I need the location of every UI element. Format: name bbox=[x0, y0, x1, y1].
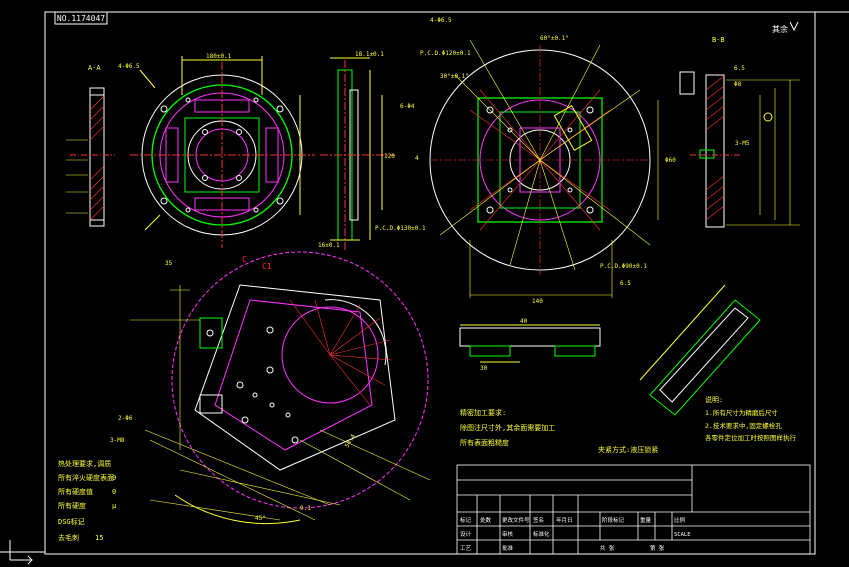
tb-weight: 重量 bbox=[640, 516, 652, 524]
dim-d16: 6-Φ4 bbox=[400, 103, 415, 110]
side-view-middle bbox=[320, 57, 395, 250]
dim-d11: 45° bbox=[255, 515, 266, 522]
dim-d6: P.C.D.Φ120±0.1 bbox=[420, 50, 471, 57]
dim-d23: 6.5 bbox=[620, 280, 631, 287]
dim-d29: Φ8 bbox=[734, 81, 742, 88]
dim-d9: 140 bbox=[532, 298, 543, 305]
tb-r1c3: 更改文件号 bbox=[502, 516, 530, 524]
tb-r2c2: 审核 bbox=[502, 530, 514, 538]
tech-note-3: 所有表面粗糙度 bbox=[460, 438, 509, 447]
center-caption: 夹紧方式:液压锁紧 bbox=[598, 445, 658, 454]
tb-stage: 阶段标记 bbox=[602, 516, 625, 524]
top-left-title: NO.1174047 bbox=[57, 14, 105, 23]
dim-d4: 16±0.1 bbox=[318, 242, 340, 249]
small-part-plan bbox=[459, 324, 601, 363]
notes-left-3: 所有硬度值 bbox=[58, 487, 93, 496]
notes-right-2: 2.技术要求中,固定螺栓孔 bbox=[705, 421, 782, 430]
dim-d17: 2-Φ6 bbox=[118, 415, 133, 422]
notes-left-6: 去毛刺 bbox=[58, 533, 79, 542]
dim-d28: 3-M5 bbox=[735, 140, 750, 147]
notes-right-3: 各零件定位加工时按照图样执行 bbox=[705, 433, 797, 442]
tb-r3c1: 工艺 bbox=[460, 545, 472, 552]
tb-r2c1: 设计 bbox=[460, 530, 472, 538]
tb-r1c5: 年月日 bbox=[556, 516, 573, 524]
dim-d26: Φ60 bbox=[665, 157, 676, 164]
notes-left-val-3: μ bbox=[112, 502, 117, 510]
dim-d8: 60°±0.1° bbox=[540, 35, 569, 42]
notes-right-heading: 说明: bbox=[705, 395, 723, 404]
detail-view-c bbox=[130, 251, 431, 525]
notes-left-4: 所有硬度 bbox=[58, 501, 86, 510]
tech-note-1: 精密加工要求: bbox=[460, 408, 506, 417]
notes-left-val-2: 0 bbox=[112, 488, 116, 496]
tb-scale-val: SCALE bbox=[674, 532, 691, 538]
notes-left-val-4: 15 bbox=[95, 534, 103, 542]
tb-r2c3: 标准化 bbox=[533, 530, 550, 538]
section-view-left bbox=[66, 87, 115, 227]
plan-view-left bbox=[130, 56, 315, 248]
surface-finish-icon bbox=[789, 21, 799, 32]
notes-right-1: 1.所有尺寸为精磨后尺寸 bbox=[705, 408, 778, 417]
dim-d14: 9.1 bbox=[300, 505, 311, 512]
dim-d21: P.C.D.Φ90±0.1 bbox=[600, 263, 647, 270]
dim-d18: 3-M8 bbox=[110, 437, 125, 444]
tb-sheet: 共 张 bbox=[600, 544, 615, 552]
tb-sheet2: 第 张 bbox=[650, 544, 665, 552]
section-label-left: A-A bbox=[88, 64, 101, 72]
tb-r1c1: 标记 bbox=[460, 516, 472, 524]
tech-note-2: 除图注尺寸外,其余面需要加工 bbox=[460, 423, 555, 432]
surface-finish-note: 其余 bbox=[772, 24, 788, 34]
dim-d27: 4 bbox=[415, 155, 419, 162]
drawing-frame bbox=[44, 11, 816, 555]
title-block bbox=[456, 464, 811, 555]
dim-d2: 18.1±0.1 bbox=[355, 51, 384, 58]
dim-d19: P.C.D.Φ130±0.1 bbox=[375, 225, 426, 232]
dim-d3: 120 bbox=[384, 153, 395, 160]
ucs-icon bbox=[9, 540, 33, 565]
notes-left-2: 所有淬火硬度表面 bbox=[58, 473, 114, 482]
tb-r1c4: 签名 bbox=[533, 516, 544, 524]
dim-d20: 4-Φ6.5 bbox=[430, 17, 452, 24]
dim-d1: 180±0.1 bbox=[206, 53, 232, 60]
dim-d31: 30 bbox=[480, 365, 488, 372]
top-left-title-box bbox=[54, 11, 108, 25]
dim-d12: 54.4 bbox=[344, 433, 357, 449]
tb-r3c2: 批准 bbox=[502, 544, 514, 552]
view-label-c1: C1 bbox=[262, 262, 272, 271]
plan-view-right bbox=[429, 39, 659, 298]
dim-d30: 40 bbox=[520, 318, 528, 325]
dim-d7: 30°±0.1° bbox=[440, 73, 469, 80]
small-part-rotated bbox=[639, 284, 761, 416]
notes-left-5: DSG标记 bbox=[58, 517, 85, 526]
tb-scale: 比例 bbox=[674, 516, 686, 524]
dim-d5: 4-Φ6.5 bbox=[118, 63, 140, 70]
notes-left-1: 热处理要求,调质 bbox=[58, 459, 111, 468]
section-label-right: B-B bbox=[712, 36, 725, 44]
dim-d13: 35 bbox=[165, 260, 173, 267]
section-view-right bbox=[679, 71, 800, 228]
dim-d27b: 6.5 bbox=[734, 65, 745, 72]
tb-r1c2: 处数 bbox=[480, 516, 492, 524]
view-label-c: C bbox=[242, 255, 247, 264]
notes-left-val-1: 0 bbox=[112, 474, 116, 482]
